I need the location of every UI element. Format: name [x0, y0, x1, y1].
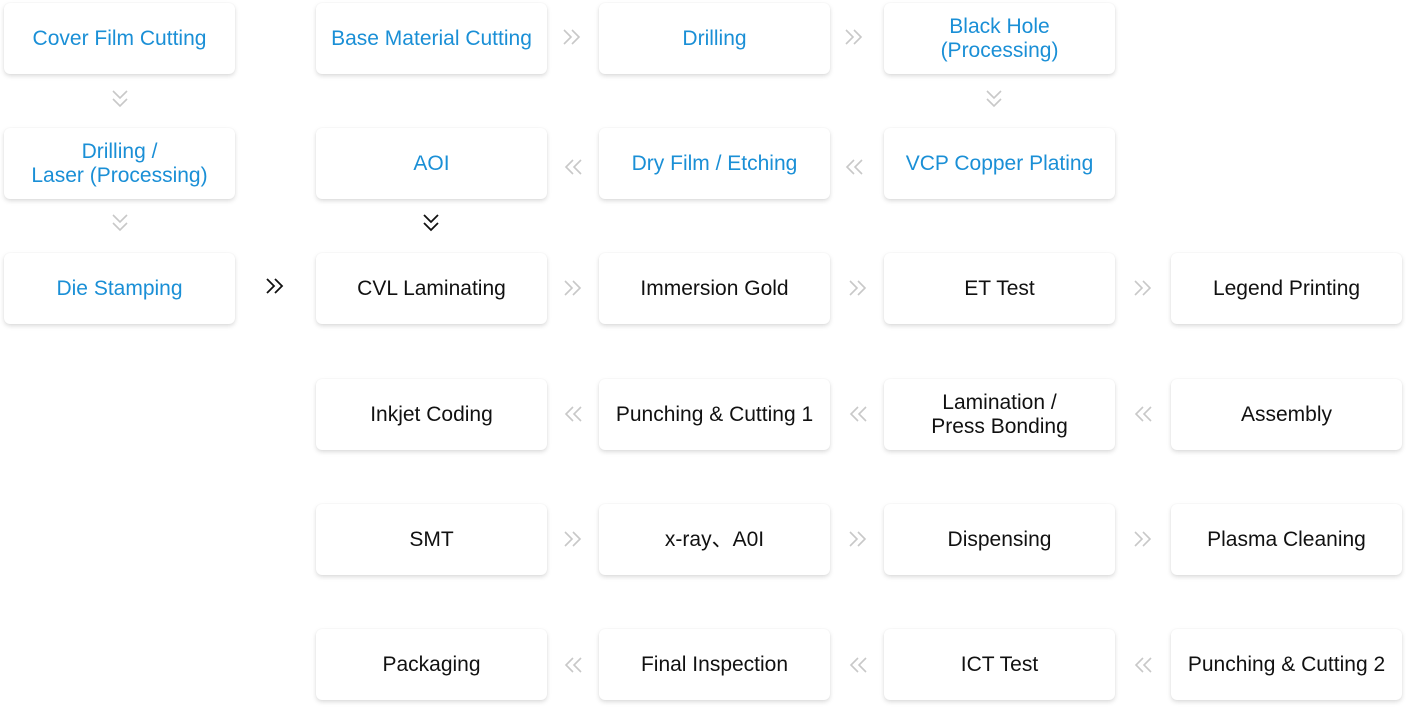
double-chevron-right-icon: [842, 25, 866, 49]
step-black-hole: Black Hole (Processing): [884, 3, 1115, 74]
double-chevron-right-icon: [846, 527, 870, 551]
double-chevron-left-icon: [1131, 653, 1155, 677]
double-chevron-right-icon: [561, 276, 585, 300]
step-immersion-gold: Immersion Gold: [599, 253, 830, 324]
double-chevron-left-icon: [1131, 402, 1155, 426]
step-ict-test: ICT Test: [884, 629, 1115, 700]
step-die-stamping: Die Stamping: [4, 253, 235, 324]
double-chevron-down-icon: [419, 211, 443, 235]
step-vcp-copper-plating: VCP Copper Plating: [884, 128, 1115, 199]
step-base-material-cutting: Base Material Cutting: [316, 3, 547, 74]
double-chevron-left-icon: [846, 402, 870, 426]
step-aoi: AOI: [316, 128, 547, 199]
step-lamination-press-bonding: Lamination / Press Bonding: [884, 379, 1115, 450]
double-chevron-down-icon: [108, 87, 132, 111]
double-chevron-left-icon: [846, 653, 870, 677]
double-chevron-right-icon: [263, 274, 287, 298]
step-packaging: Packaging: [316, 629, 547, 700]
step-punching-cutting-2: Punching & Cutting 2: [1171, 629, 1402, 700]
step-cvl-laminating: CVL Laminating: [316, 253, 547, 324]
step-punching-cutting-1: Punching & Cutting 1: [599, 379, 830, 450]
step-dry-film-etching: Dry Film / Etching: [599, 128, 830, 199]
double-chevron-left-icon: [842, 155, 866, 179]
double-chevron-down-icon: [108, 211, 132, 235]
double-chevron-down-icon: [982, 87, 1006, 111]
step-plasma-cleaning: Plasma Cleaning: [1171, 504, 1402, 575]
step-et-test: ET Test: [884, 253, 1115, 324]
step-xray-aoi: x-ray、A0I: [599, 504, 830, 575]
double-chevron-left-icon: [561, 402, 585, 426]
step-dispensing: Dispensing: [884, 504, 1115, 575]
step-drilling-laser: Drilling / Laser (Processing): [4, 128, 235, 199]
double-chevron-right-icon: [846, 276, 870, 300]
step-smt: SMT: [316, 504, 547, 575]
step-cover-film-cutting: Cover Film Cutting: [4, 3, 235, 74]
double-chevron-right-icon: [561, 527, 585, 551]
step-assembly: Assembly: [1171, 379, 1402, 450]
step-legend-printing: Legend Printing: [1171, 253, 1402, 324]
double-chevron-left-icon: [561, 155, 585, 179]
step-inkjet-coding: Inkjet Coding: [316, 379, 547, 450]
double-chevron-left-icon: [561, 653, 585, 677]
step-final-inspection: Final Inspection: [599, 629, 830, 700]
double-chevron-right-icon: [560, 25, 584, 49]
step-drilling: Drilling: [599, 3, 830, 74]
double-chevron-right-icon: [1131, 276, 1155, 300]
double-chevron-right-icon: [1131, 527, 1155, 551]
